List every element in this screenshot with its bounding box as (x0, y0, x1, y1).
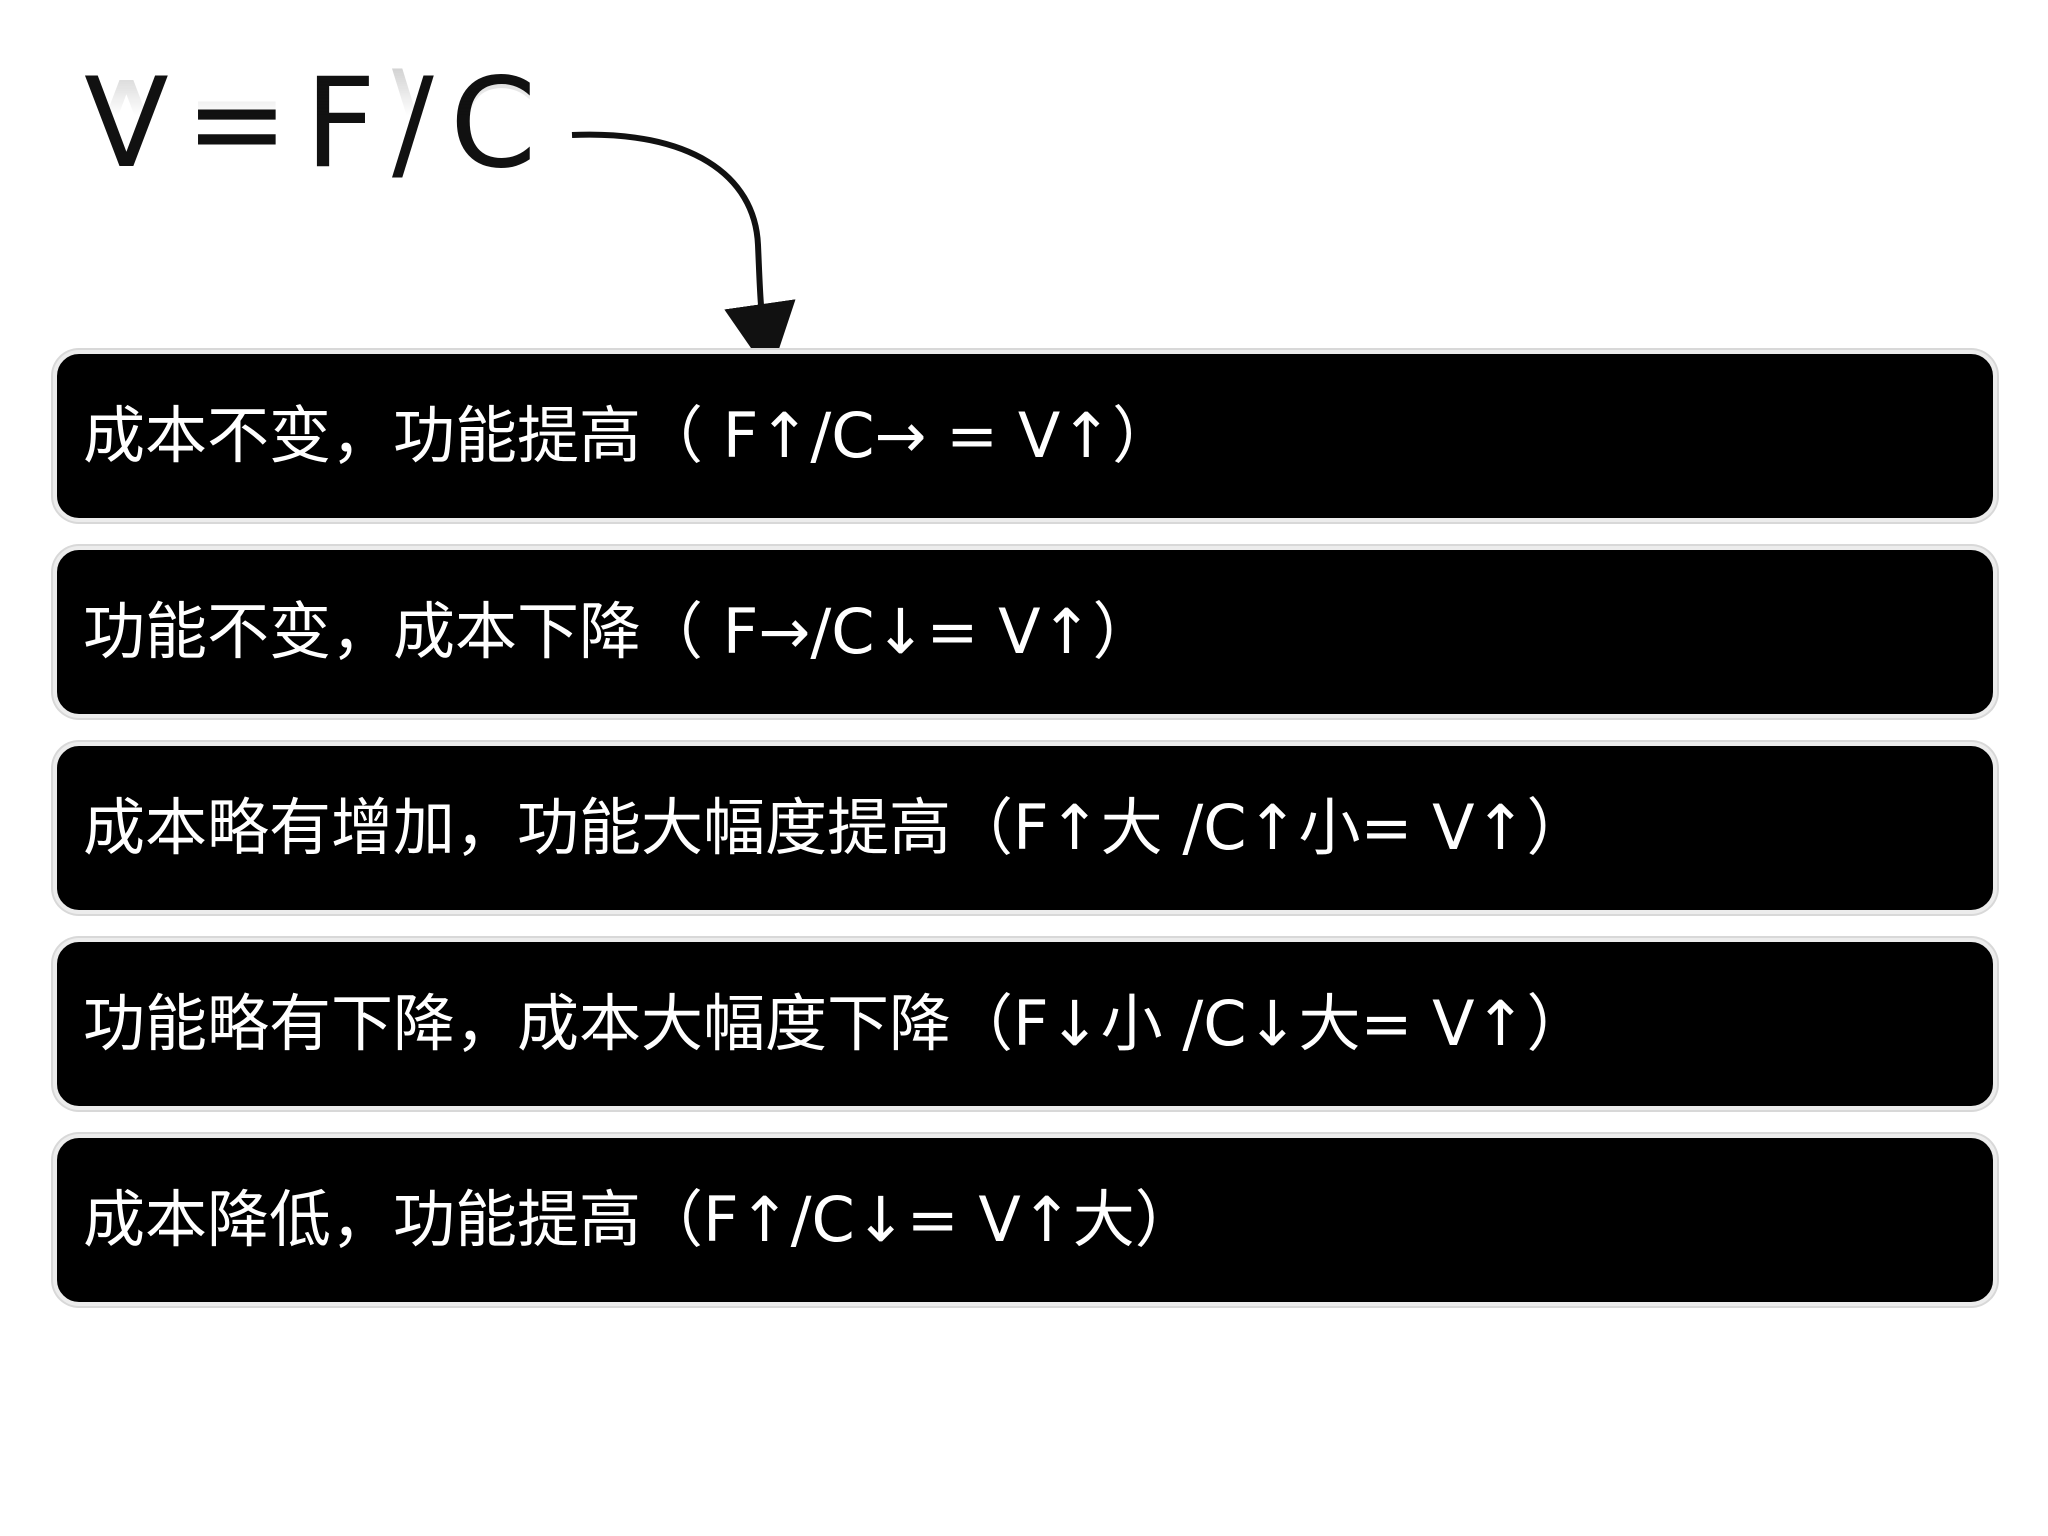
formula-title-reflection: V=F/C (84, 60, 553, 184)
condition-box-1: 成本不变，功能提高（ F↑/C→ = V↑） (53, 350, 1997, 522)
condition-text-4: 功能略有下降，成本大幅度下降（F↓小 /C↓大= V↑） (83, 987, 1589, 1060)
condition-box-4: 功能略有下降，成本大幅度下降（F↓小 /C↓大= V↑） (53, 938, 1997, 1110)
condition-text-1: 成本不变，功能提高（ F↑/C→ = V↑） (83, 399, 1175, 472)
condition-list: 成本不变，功能提高（ F↑/C→ = V↑） 功能不变，成本下降（ F→/C↓=… (53, 350, 1997, 1330)
condition-text-5: 成本降低，功能提高（F↑/C↓= V↑大） (83, 1183, 1197, 1256)
condition-text-2: 功能不变，成本下降（ F→/C↓= V↑） (83, 595, 1155, 668)
formula-title-block: V=F/C V=F/C (84, 60, 552, 252)
condition-box-2: 功能不变，成本下降（ F→/C↓= V↑） (53, 546, 1997, 718)
formula-title: V=F/C (84, 52, 553, 196)
arrow-path (571, 131, 796, 376)
condition-text-3: 成本略有增加，功能大幅度提高（F↑大 /C↑小= V↑） (83, 791, 1589, 864)
condition-box-5: 成本降低，功能提高（F↑/C↓= V↑大） (53, 1134, 1997, 1306)
condition-box-3: 成本略有增加，功能大幅度提高（F↑大 /C↑小= V↑） (53, 742, 1997, 914)
